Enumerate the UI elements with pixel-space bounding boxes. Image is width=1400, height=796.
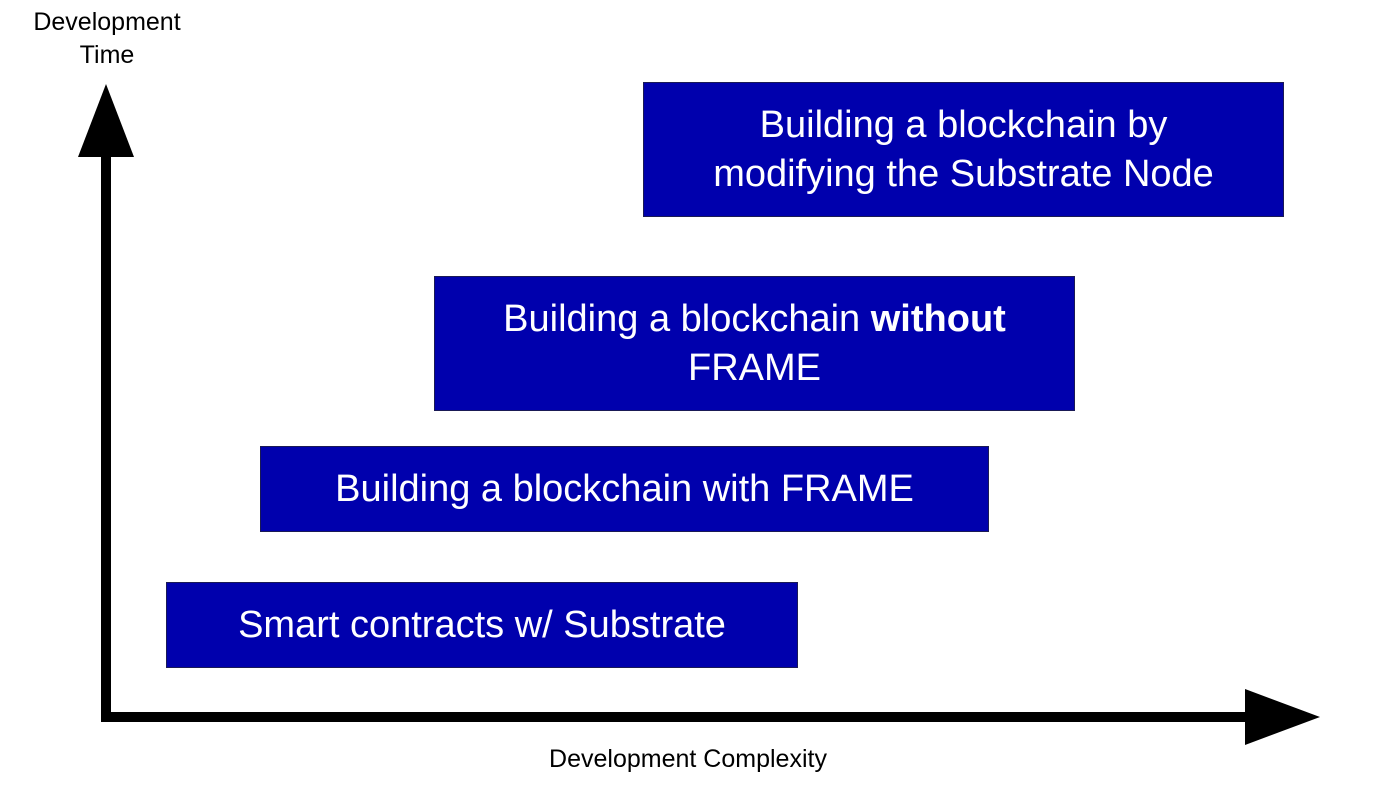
box-node-line2: modifying the Substrate Node [713, 152, 1214, 195]
y-axis-arrowhead [78, 84, 134, 157]
box-smart-contracts: Smart contracts w/ Substrate [166, 582, 798, 668]
y-axis-label-line2: Time [79, 41, 135, 69]
y-axis-label-line1: Development [33, 8, 181, 36]
x-axis-label: Development Complexity [549, 745, 827, 773]
box-with-frame: Building a blockchain with FRAME [260, 446, 989, 532]
box-smart-contracts-text: Smart contracts w/ Substrate [238, 603, 726, 646]
box-without-frame: Building a blockchain without FRAME [434, 276, 1075, 411]
box-node-line1: Building a blockchain by [759, 103, 1168, 146]
box-without-frame-emphasis: without [870, 297, 1006, 340]
box-without-frame-line2: FRAME [687, 346, 821, 389]
y-axis-label: Development Time [14, 6, 200, 72]
box-modifying-substrate-node: Building a blockchain by modifying the S… [643, 82, 1284, 217]
x-axis-arrowhead [1245, 689, 1320, 745]
box-with-frame-text: Building a blockchain with FRAME [335, 467, 914, 510]
box-without-frame-prefix: Building a blockchain [503, 297, 871, 340]
